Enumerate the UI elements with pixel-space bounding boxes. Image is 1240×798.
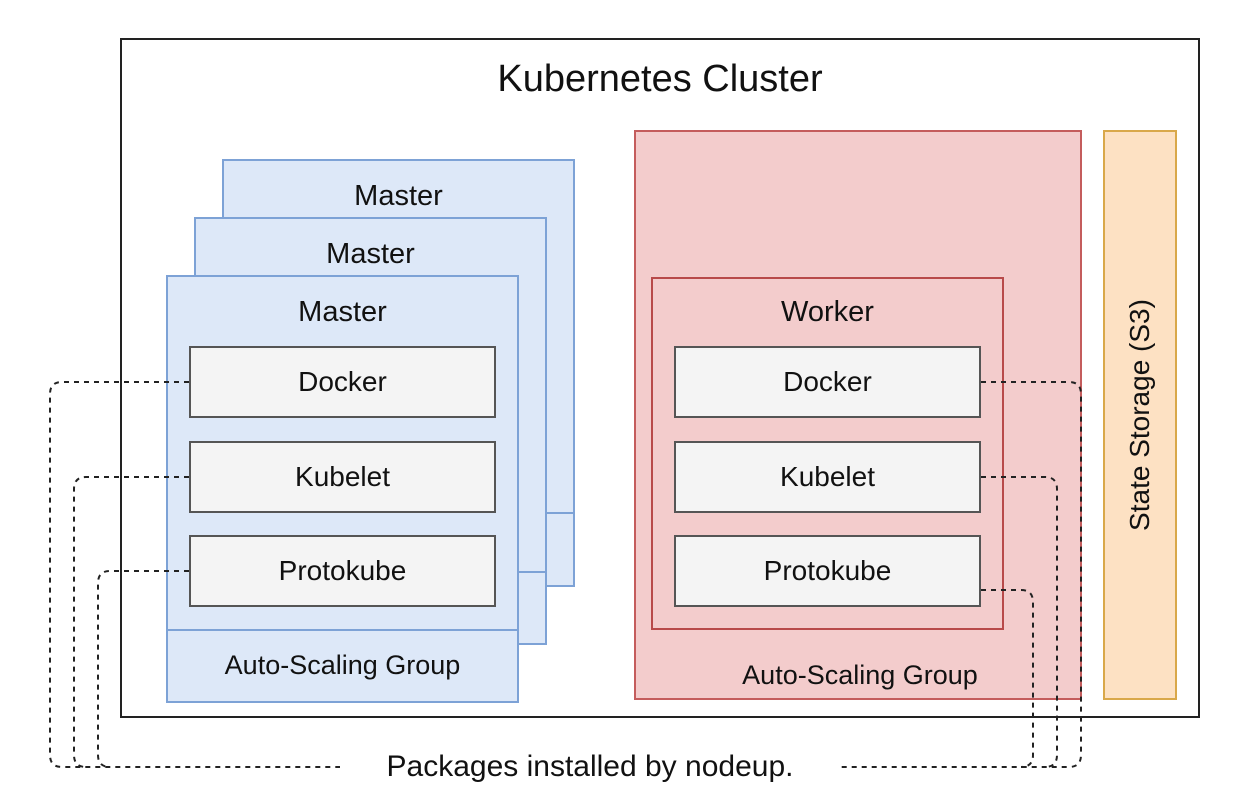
- nodeup-caption: Packages installed by nodeup.: [340, 750, 840, 784]
- worker-protokube-box: Protokube: [674, 535, 981, 607]
- connector-worker-kubelet: [981, 476, 1058, 768]
- master-asg-label: Auto-Scaling Group: [224, 650, 461, 680]
- state-storage-s3: State Storage (S3): [1103, 130, 1177, 700]
- connector-master-protokube: [97, 570, 189, 768]
- master-label-back: Master: [354, 180, 443, 212]
- master-protokube-box: Protokube: [189, 535, 496, 607]
- connector-worker-protokube: [981, 589, 1034, 768]
- connector-master-docker: [49, 381, 340, 768]
- cluster-title: Kubernetes Cluster: [497, 58, 823, 100]
- master-kubelet-box: Kubelet: [189, 441, 496, 513]
- worker-kubelet-box: Kubelet: [674, 441, 981, 513]
- master-label-front: Master: [298, 296, 387, 328]
- master-middle-divider: [517, 571, 547, 573]
- master-docker-box: Docker: [189, 346, 496, 418]
- worker-asg-label: Auto-Scaling Group: [742, 660, 978, 690]
- worker-docker-box: Docker: [674, 346, 981, 418]
- master-back-divider: [545, 512, 575, 514]
- master-front-divider: [166, 629, 519, 631]
- connector-worker-docker: [840, 381, 1082, 768]
- worker-label: Worker: [781, 296, 874, 328]
- connector-master-kubelet: [73, 476, 189, 768]
- master-label-middle: Master: [326, 238, 415, 270]
